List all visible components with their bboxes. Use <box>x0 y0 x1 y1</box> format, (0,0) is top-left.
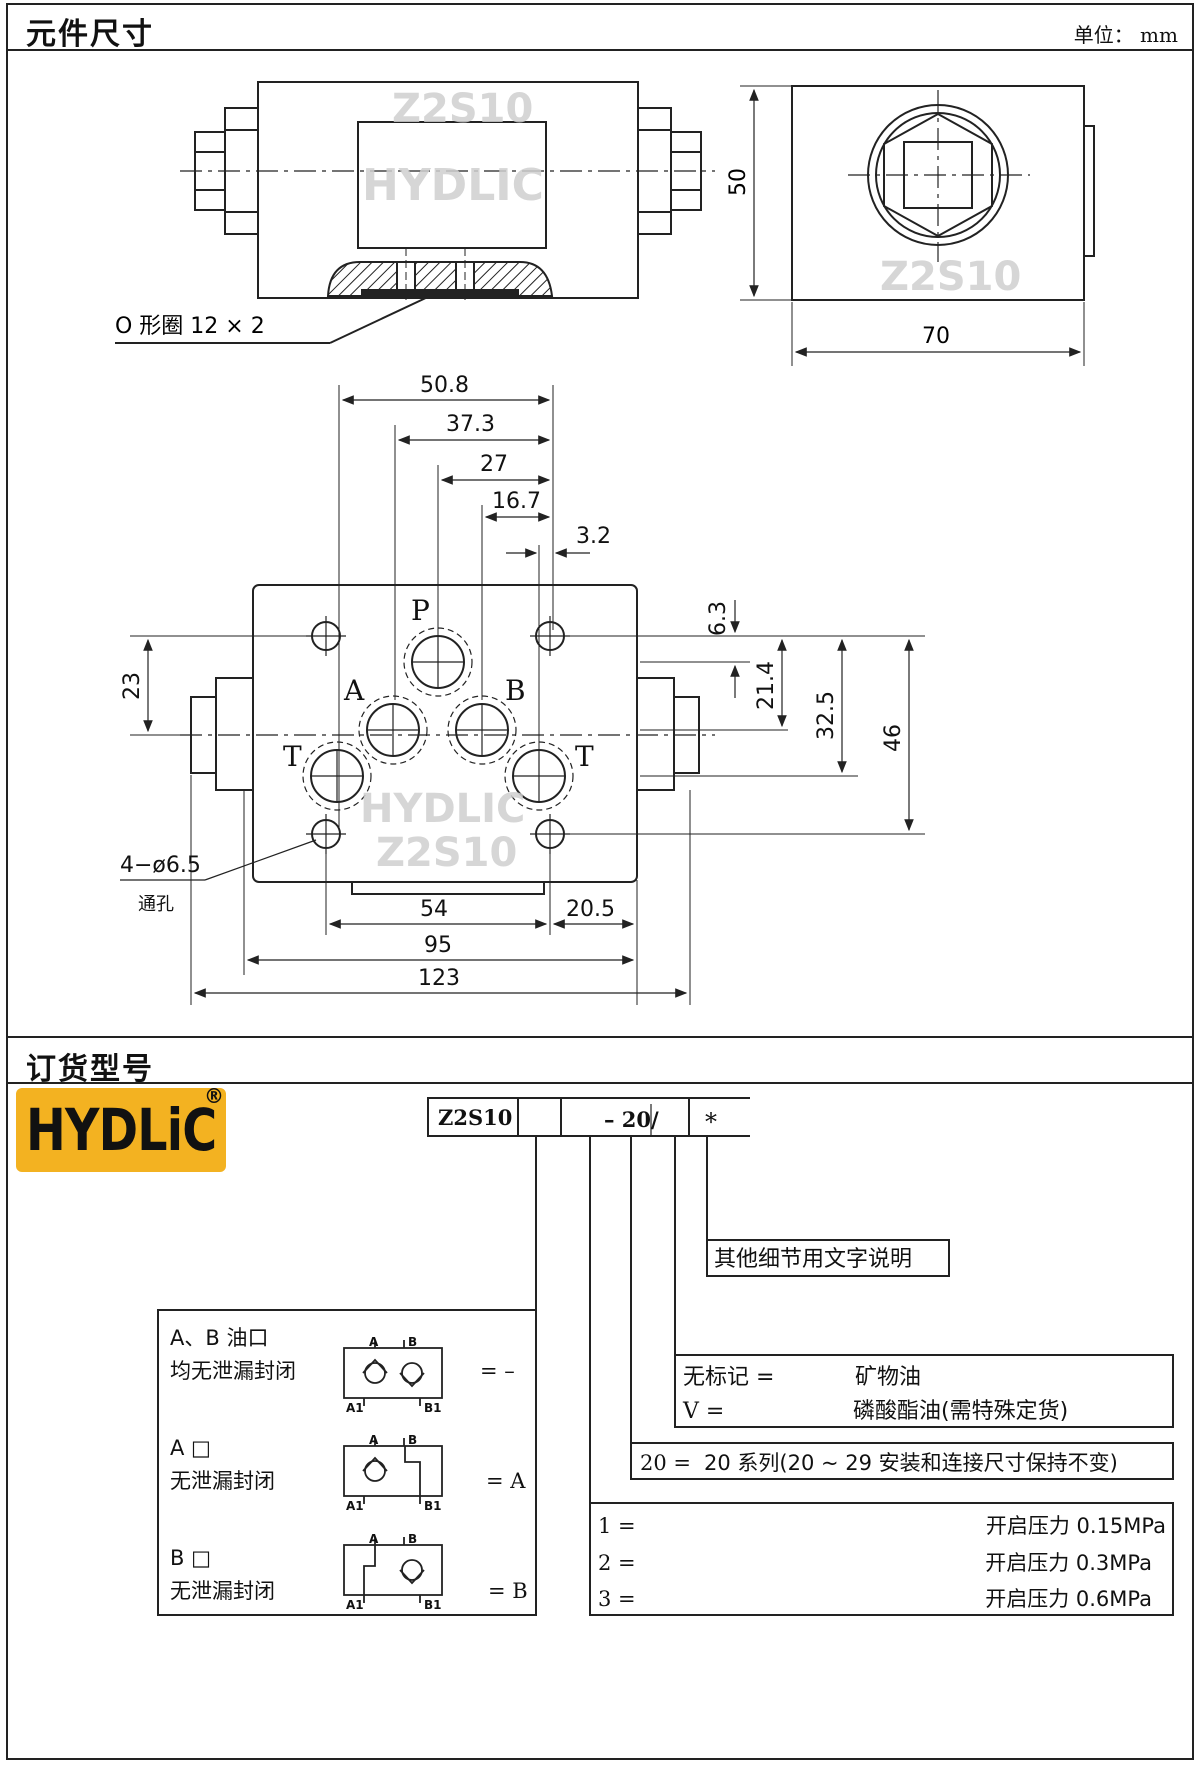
fluid-key-0: 无标记 = <box>683 1365 774 1390</box>
sym2-b: B <box>408 1532 417 1546</box>
dim-right-4: 46 <box>881 724 906 752</box>
watermark-brand: HYDLIC <box>360 786 525 832</box>
plan-view <box>120 385 925 1005</box>
watermark-model: Z2S10 <box>880 254 1021 300</box>
dim-right-3: 32.5 <box>814 691 839 740</box>
sym1-a1: A1 <box>346 1499 364 1513</box>
valve-symbol-both <box>343 1340 443 1406</box>
series-key: 20 = <box>640 1451 691 1475</box>
ordering-code-diagram <box>157 1097 1174 1616</box>
logo-text: HYDLiC <box>26 1096 217 1164</box>
logo-registered-mark: ® <box>204 1084 224 1108</box>
pressure-key-1: 2 = <box>598 1551 636 1575</box>
section-title-ordering: 订货型号 <box>26 1052 154 1087</box>
fluid-value-0: 矿物油 <box>855 1365 921 1390</box>
pressure-key-0: 1 = <box>598 1514 636 1538</box>
port-t-left-label: T <box>283 740 302 773</box>
page-frame <box>6 3 1194 1760</box>
sym1-a: A <box>369 1433 379 1447</box>
dim-top-5: 3.2 <box>576 524 611 549</box>
sym0-a1: A1 <box>346 1401 364 1415</box>
sym1-b1: B1 <box>424 1499 442 1513</box>
watermark-brand: HYDLIC <box>362 160 544 211</box>
seal-option-1-line2: 无泄漏封闭 <box>170 1469 275 1493</box>
seal-option-1-line1: A □ <box>170 1436 211 1460</box>
hole-note: 通孔 <box>138 894 174 915</box>
dim-right-2: 21.4 <box>754 661 779 710</box>
code-cell-other: * <box>705 1108 717 1136</box>
valve-symbol-b <box>343 1537 443 1603</box>
dim-left: 23 <box>120 672 145 700</box>
sym1-b: B <box>408 1433 417 1447</box>
dim-top-4: 16.7 <box>492 489 541 514</box>
seal-option-2-code: = B <box>488 1579 528 1603</box>
hydlic-logo: HYDLiC ® <box>16 1084 226 1172</box>
dim-side-height: 50 <box>726 168 751 196</box>
sym0-a: A <box>369 1335 379 1349</box>
dim-top-1: 50.8 <box>420 373 469 398</box>
port-b-label: B <box>505 674 526 707</box>
sym0-b: B <box>408 1335 417 1349</box>
series-value: 20 系列(20 ~ 29 安装和连接尺寸保持不变) <box>704 1451 1118 1475</box>
hole-label: 4−ø6.5 <box>120 853 201 878</box>
front-view <box>115 81 715 344</box>
seal-option-0-line2: 均无泄漏封闭 <box>170 1359 296 1383</box>
section-header-ordering: 订货型号 <box>8 1036 1192 1087</box>
section-header-dimensions: 元件尺寸 单位： mm <box>8 3 1192 52</box>
pressure-value-0: 开启压力 0.15MPa <box>986 1514 1166 1538</box>
dim-side-width: 70 <box>922 324 950 349</box>
sym2-a: A <box>369 1532 379 1546</box>
code-cell-model: Z2S10 <box>438 1105 512 1130</box>
dim-bottom-1: 54 <box>420 897 448 922</box>
port-t-right-label: T <box>575 740 594 773</box>
dim-bottom-3: 95 <box>424 933 452 958</box>
pressure-value-1: 开启压力 0.3MPa <box>985 1551 1152 1575</box>
fluid-value-1: 磷酸酯油(需特殊定货) <box>853 1399 1068 1424</box>
pressure-key-2: 3 = <box>598 1587 636 1611</box>
seal-option-1-code: = A <box>486 1469 526 1493</box>
dim-bottom-4: 123 <box>418 966 460 991</box>
sym2-b1: B1 <box>424 1598 442 1612</box>
unit-label: 单位： mm <box>1073 23 1178 47</box>
watermark-model: Z2S10 <box>392 86 533 132</box>
fluid-key-1: V = <box>682 1399 724 1424</box>
other-note: 其他细节用文字说明 <box>714 1247 912 1272</box>
seal-option-0-code: = – <box>480 1359 515 1383</box>
port-p-label: P <box>411 594 430 627</box>
side-view <box>740 85 1095 366</box>
seal-option-2-line1: B □ <box>170 1546 211 1570</box>
section-title-dimensions: 元件尺寸 <box>26 17 154 52</box>
sym2-a1: A1 <box>346 1598 364 1612</box>
dim-bottom-2: 20.5 <box>566 897 615 922</box>
dim-top-3: 27 <box>480 452 508 477</box>
code-cell-series: – 20/ <box>604 1107 659 1132</box>
seal-option-0-line1: A、B 油口 <box>170 1326 268 1350</box>
dim-right-1: 6.3 <box>706 601 731 636</box>
oring-label: O 形圈 12 × 2 <box>115 314 265 339</box>
port-a-label: A <box>343 674 365 707</box>
seal-option-2-line2: 无泄漏封闭 <box>170 1579 275 1603</box>
sym0-b1: B1 <box>424 1401 442 1415</box>
valve-symbol-a <box>343 1438 443 1504</box>
dim-top-2: 37.3 <box>446 412 495 437</box>
watermark-model: Z2S10 <box>376 830 517 876</box>
pressure-value-2: 开启压力 0.6MPa <box>985 1587 1152 1611</box>
